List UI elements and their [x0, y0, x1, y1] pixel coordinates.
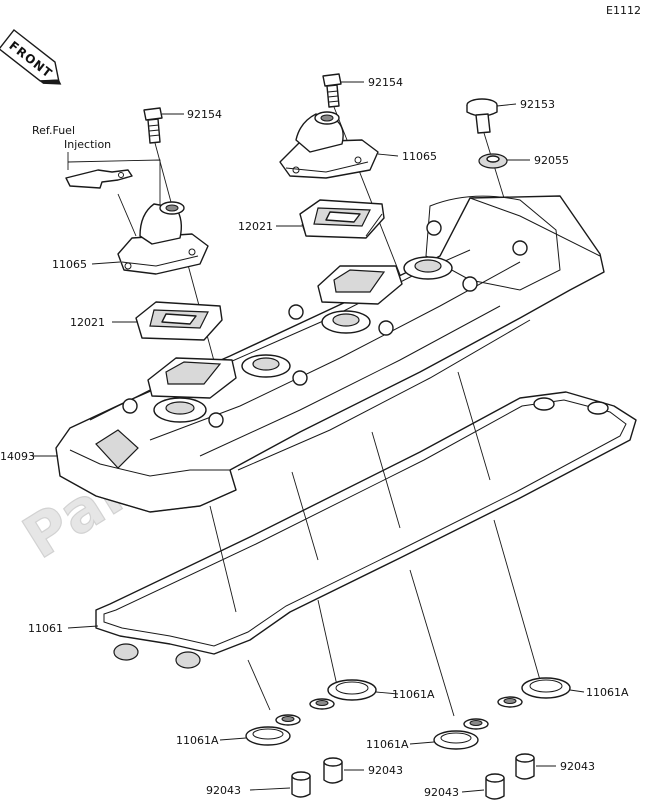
label-11061: 11061 — [28, 622, 63, 635]
label-11065-left: 11065 — [52, 258, 87, 271]
label-92043-1: 92043 — [206, 784, 241, 797]
label-92043-3: 92043 — [424, 786, 459, 799]
label-11061a-4: 11061A — [586, 686, 629, 699]
diagram-code: E1112 — [606, 4, 641, 17]
plug-ring-set-1 — [219, 714, 301, 746]
label-92154-left: 92154 — [187, 108, 222, 121]
collar-92043-3 — [461, 773, 505, 800]
label-92153: 92153 — [520, 98, 555, 111]
label-92043-2: 92043 — [368, 764, 403, 777]
gasket-12021-upper — [276, 199, 385, 239]
cap-11065-right — [279, 111, 399, 179]
label-11065-right: 11065 — [402, 150, 437, 163]
collar-92043-1 — [249, 771, 311, 798]
label-92043-4: 92043 — [560, 760, 595, 773]
label-11061a-1: 11061A — [176, 734, 219, 747]
plug-ring-set-4 — [497, 677, 585, 708]
label-92055: 92055 — [534, 154, 569, 167]
collar-92043-2 — [323, 757, 364, 784]
bolt-92154-center — [322, 73, 411, 301]
gasket-12021-left — [112, 301, 223, 341]
label-12021-upper: 12021 — [238, 220, 273, 233]
washer-92055 — [478, 153, 530, 169]
front-badge: FRONT — [0, 29, 62, 85]
cap-11065-left — [91, 193, 209, 275]
label-11061a-2: 11061A — [392, 688, 435, 701]
plug-ring-set-2 — [309, 679, 399, 710]
collar-92043-4 — [515, 753, 556, 780]
label-11061a-3: 11061A — [366, 738, 409, 751]
ref-fuel-injection-note: Ref.Fuel Injection — [32, 124, 161, 205]
leader-lines — [209, 371, 541, 717]
label-92154-center: 92154 — [368, 76, 403, 89]
ref-note-line2: Injection — [64, 138, 111, 151]
label-12021-left: 12021 — [70, 316, 105, 329]
cover-gasket-11061 — [67, 391, 637, 669]
plug-ring-set-3 — [409, 718, 489, 750]
cylinder-head-cover-14093 — [32, 195, 605, 513]
injection-bracket — [65, 169, 133, 189]
label-14093: 14093 — [0, 450, 35, 463]
ref-note-line1: Ref.Fuel — [32, 124, 75, 137]
